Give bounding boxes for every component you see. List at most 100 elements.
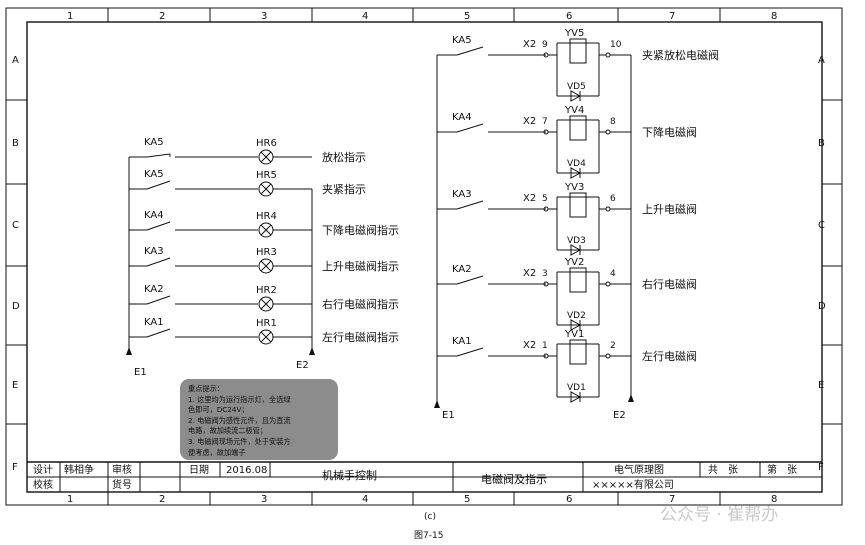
contact-blade	[146, 295, 171, 305]
diode-icon	[570, 167, 582, 179]
contact-label: KA5	[144, 169, 164, 180]
column-label: 4	[362, 494, 368, 505]
terminal-icon	[605, 52, 611, 58]
contact-label: KA1	[144, 317, 164, 328]
coil-label: YV3	[564, 182, 584, 193]
row-label: E	[12, 380, 18, 391]
diode-label: VD4	[567, 159, 586, 169]
rail-label-e1: E1	[442, 410, 455, 421]
column-label: 2	[159, 11, 165, 22]
rung-label: 下降电磁阀指示	[322, 223, 399, 237]
terminal-icon	[605, 353, 611, 359]
contact-label: KA3	[144, 246, 164, 257]
row-label: C	[818, 220, 825, 231]
arrow-icon	[434, 400, 440, 408]
coil-icon	[569, 115, 587, 141]
arrow-icon	[126, 347, 132, 355]
company-name: ×××××有限公司	[592, 478, 674, 491]
terminal-number: 5	[542, 194, 548, 204]
row-label: C	[12, 220, 19, 231]
arrow-icon	[628, 394, 634, 402]
contact-label: KA5	[452, 35, 472, 46]
rung-label: 夹紧放松电磁阀	[642, 48, 719, 62]
diode-label: VD3	[567, 236, 586, 246]
terminal-number: 10	[610, 40, 622, 50]
lamp-cross	[260, 183, 272, 195]
lamp-label: HR2	[256, 285, 277, 296]
column-label: 8	[771, 11, 777, 22]
contact-label: KA4	[452, 112, 472, 123]
lamp-cross	[260, 331, 272, 343]
contact-label: KA3	[452, 189, 472, 200]
rail-label-e2: E2	[296, 360, 309, 371]
column-label: 8	[771, 494, 777, 505]
key-notes-box: 重点提示： 1. 这里均为运行指示灯，全选绿 色即可，DC24V； 2. 电磁阀…	[180, 379, 338, 460]
coil-icon	[569, 267, 587, 293]
terminal-label: X2	[523, 116, 536, 127]
diode-icon	[570, 319, 582, 331]
contact-label: KA1	[452, 336, 472, 347]
rung-label: 左行电磁阀指示	[322, 330, 399, 344]
contact-label: KA2	[144, 284, 164, 295]
column-label: 1	[67, 11, 73, 22]
rung-label: 下降电磁阀	[642, 125, 697, 139]
inner-border	[26, 21, 823, 493]
terminal-number: 9	[542, 40, 548, 50]
coil-label: YV4	[564, 105, 584, 116]
date-value: 2016.08	[226, 465, 267, 476]
terminal-number: 2	[610, 341, 616, 351]
rung-label: 夹紧指示	[322, 182, 366, 196]
watermark-text: 公众号 · 崔帮办	[660, 505, 779, 525]
row-label: B	[12, 138, 19, 149]
note-title: 重点提示：	[188, 384, 224, 393]
terminal-icon	[605, 281, 611, 287]
lamp-cross	[260, 260, 272, 272]
title-block	[27, 461, 822, 492]
rung-label: 上升电磁阀指示	[322, 259, 399, 273]
rung-label: 上升电磁阀	[642, 202, 697, 216]
note-line: 1. 这里均为运行指示灯，全选绿	[188, 394, 291, 404]
column-label: 1	[67, 494, 73, 505]
rung-label: 左行电磁阀	[642, 349, 697, 363]
coil-icon	[569, 192, 587, 218]
column-label: 4	[362, 11, 368, 22]
zone-ticks	[6, 8, 842, 505]
rung-label: 右行电磁阀指示	[322, 297, 399, 311]
coil-label: YV1	[564, 329, 584, 340]
contact-label: KA2	[452, 264, 472, 275]
row-label: D	[12, 301, 20, 312]
figure-caption: 图7-15	[414, 531, 444, 541]
column-label: 2	[159, 494, 165, 505]
lamp-cross	[260, 151, 272, 163]
contact-blade	[456, 123, 484, 133]
project-name: 机械手控制	[322, 468, 377, 482]
review-label: 审核	[112, 463, 132, 476]
column-label: 6	[566, 11, 572, 22]
contact-blade	[146, 257, 171, 267]
terminal-label: X2	[523, 340, 536, 351]
terminal-icon	[605, 129, 611, 135]
row-label: F	[12, 462, 18, 473]
contact-blade	[146, 328, 171, 338]
design-label: 设计	[33, 463, 53, 476]
lamp-label: HR6	[256, 138, 277, 149]
terminal-number: 8	[610, 117, 616, 127]
terminal-icon	[605, 206, 611, 212]
row-label: A	[818, 55, 825, 66]
row-label: B	[818, 138, 825, 149]
row-label: F	[818, 462, 824, 473]
note-line: 3. 电磁阀现场元件，处于安装方	[188, 436, 291, 446]
terminal-number: 7	[542, 117, 548, 127]
rung-label: 右行电磁阀	[642, 277, 697, 291]
diode-label: VD5	[567, 82, 586, 92]
column-label: 3	[261, 11, 267, 22]
note-line: 便考虑，故加端子	[188, 447, 246, 457]
diode-label: VD2	[567, 311, 586, 321]
contact-blade	[146, 180, 171, 190]
subfigure-caption: (c)	[424, 512, 436, 522]
